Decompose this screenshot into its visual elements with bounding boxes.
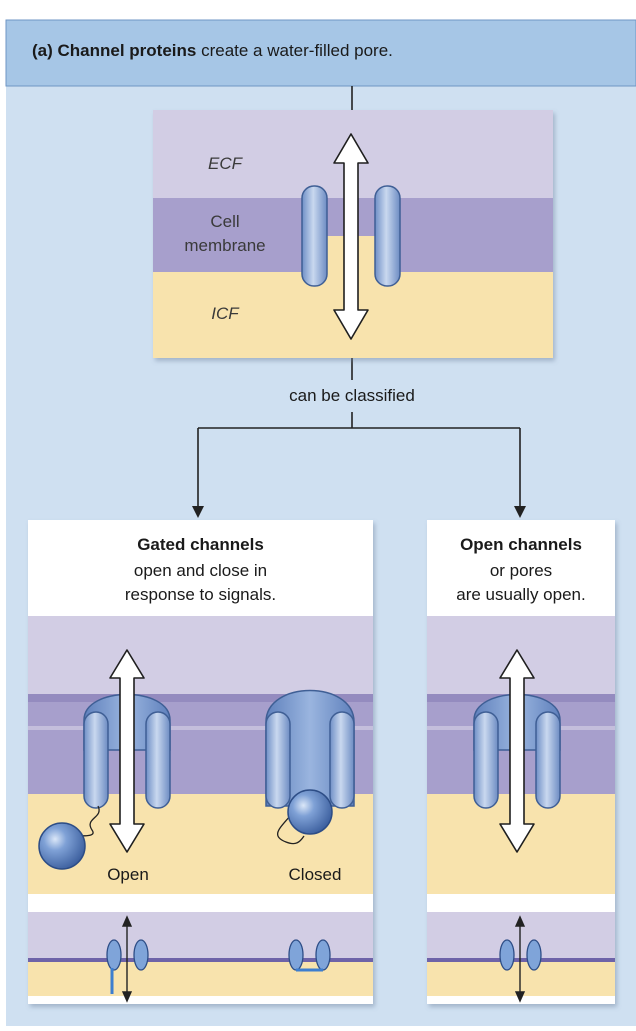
arrowhead-right xyxy=(514,506,526,518)
label-ecf: ECF xyxy=(208,154,242,173)
open-channels-title: Open channels xyxy=(460,535,582,554)
double-arrow-icon xyxy=(499,649,535,853)
double-arrow-icon xyxy=(333,133,369,340)
header-band xyxy=(5,19,636,87)
closed-gated-channel xyxy=(265,689,355,845)
open-channels-desc-line2: are usually open. xyxy=(456,585,586,604)
channel-protein-left xyxy=(301,185,328,287)
mini-channel-open-right xyxy=(133,939,149,971)
open-channels-desc-line1: or pores xyxy=(489,561,553,580)
connector-label: can be classified xyxy=(232,386,472,406)
mini-double-arrow-icon xyxy=(514,915,526,1003)
open-pore-channel xyxy=(473,693,561,809)
label-membrane-line2: membrane xyxy=(184,236,266,255)
mini-channel-closed-left xyxy=(288,939,304,971)
gated-symbol-icf xyxy=(28,962,373,996)
gated-ecf xyxy=(28,616,373,694)
header-title: (a) Channel proteins create a water-fill… xyxy=(32,41,393,61)
mini-channel-open-left xyxy=(106,939,122,971)
gated-desc-line2: response to signals. xyxy=(124,585,277,604)
mini-channel-closed-right xyxy=(315,939,331,971)
label-membrane-line1: Cell xyxy=(210,212,240,231)
double-arrow-icon xyxy=(109,649,145,853)
mini-double-arrow-icon xyxy=(121,915,133,1003)
mini-pore-right xyxy=(526,939,542,971)
channel-protein-right xyxy=(374,185,401,287)
label-closed: Closed xyxy=(288,865,342,884)
gate-ball-open xyxy=(38,822,86,870)
header-title-bold: (a) Channel proteins xyxy=(32,41,197,60)
gated-title: Gated channels xyxy=(137,535,264,554)
mini-pore-left xyxy=(499,939,515,971)
gate-ball-closed xyxy=(287,789,333,835)
arrowhead-left xyxy=(192,506,204,518)
gated-desc-line1: open and close in xyxy=(133,561,268,580)
header-title-rest: create a water-filled pore. xyxy=(196,41,393,60)
label-open: Open xyxy=(107,865,149,884)
open-gated-channel xyxy=(38,693,171,870)
label-icf: ICF xyxy=(211,304,239,323)
gated-symbol-membrane xyxy=(28,958,373,962)
connector-lines xyxy=(197,86,521,508)
